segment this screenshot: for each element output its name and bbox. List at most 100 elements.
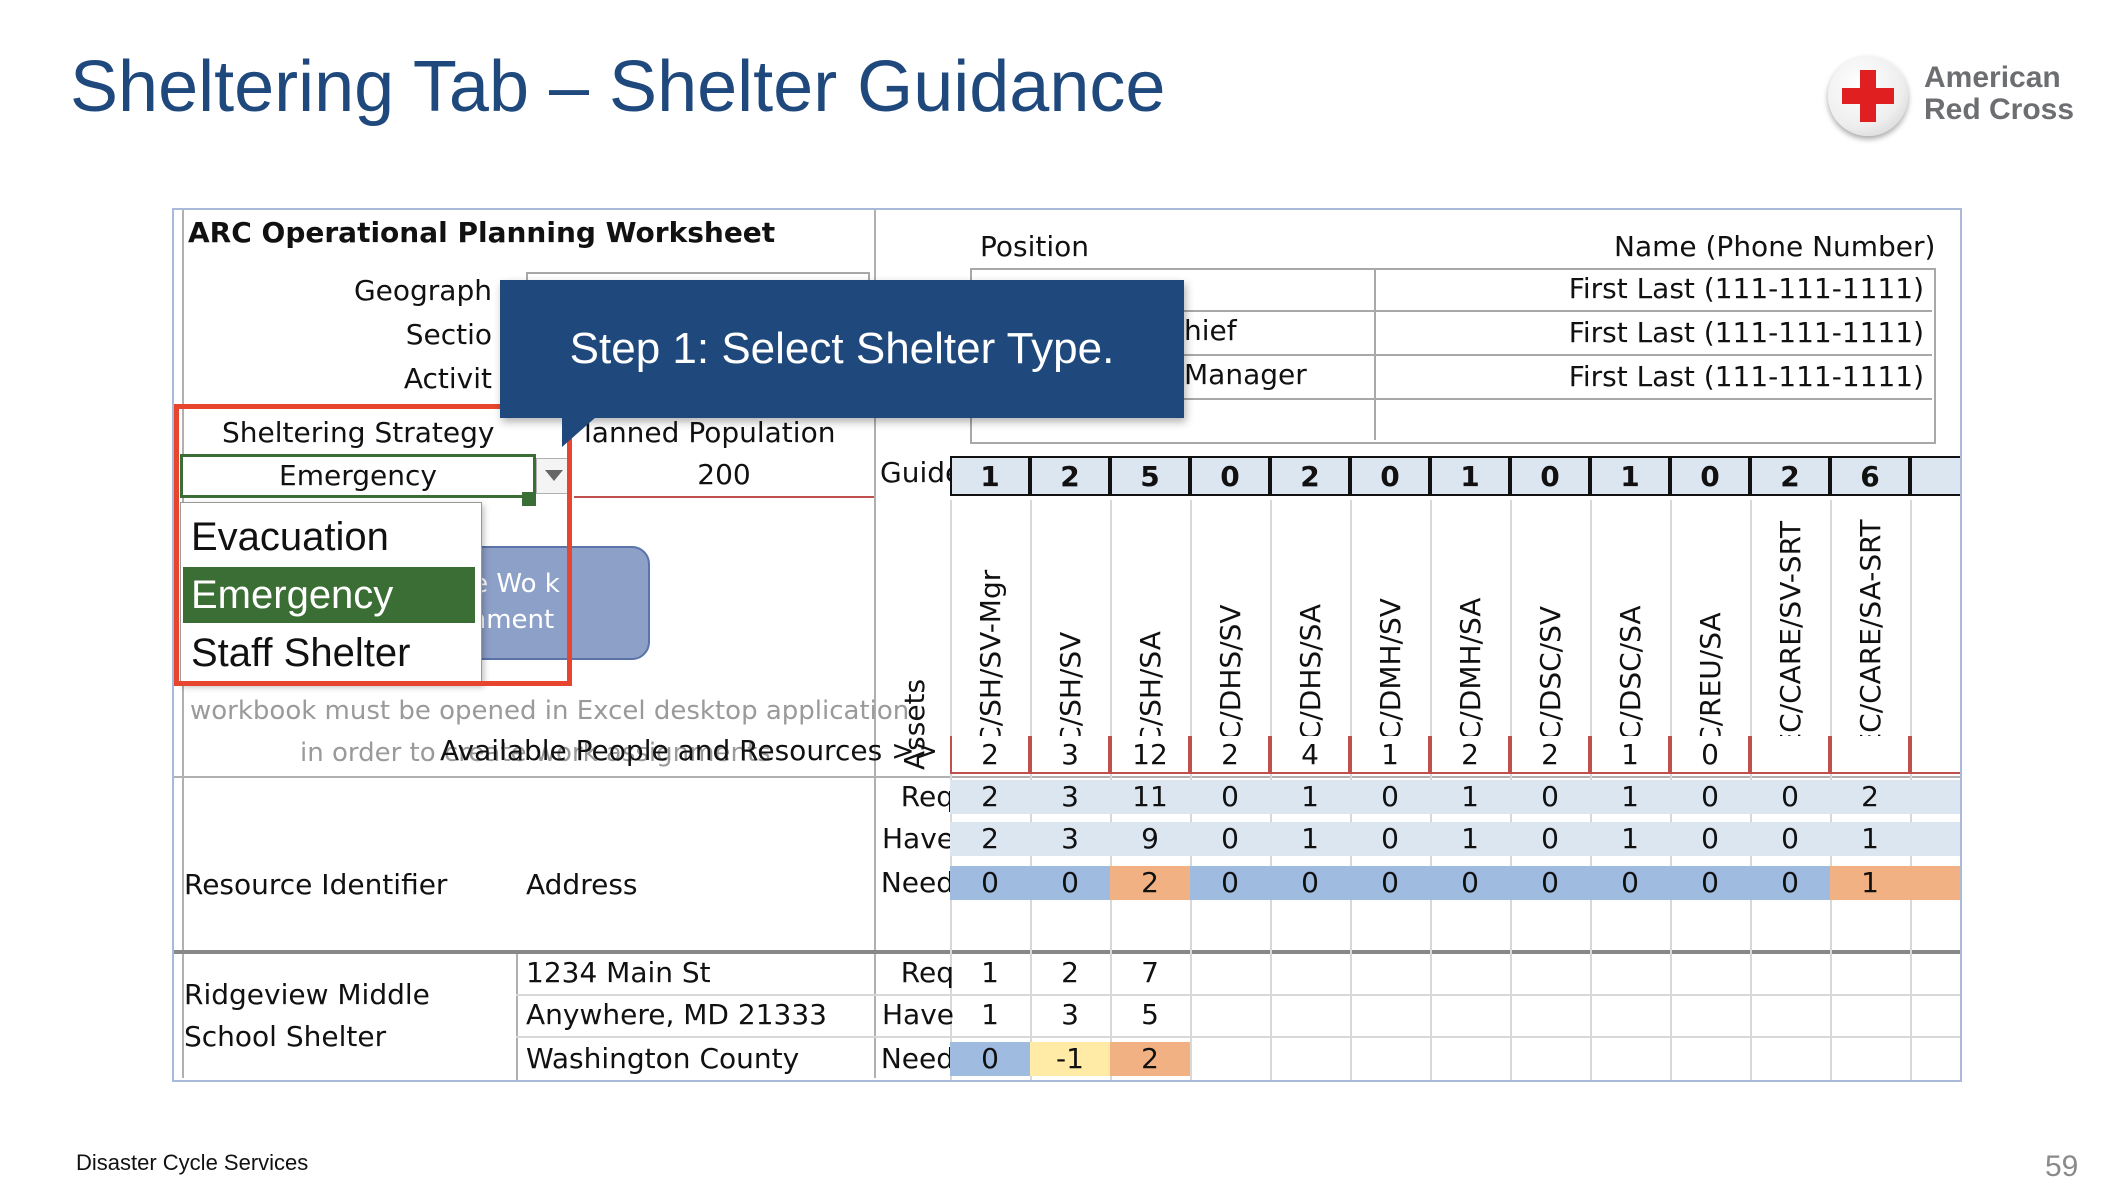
column-header: MC/SH/SA (1134, 631, 1167, 770)
column-header: MC/REU/SA (1694, 612, 1727, 770)
grid-line (516, 994, 1960, 996)
highlight-box (174, 404, 572, 686)
planned-population-label: lanned Population (584, 416, 836, 449)
dropdown-option-staff-shelter[interactable]: Staff Shelter (191, 631, 411, 675)
totals-need-cell: 2 (1110, 866, 1190, 900)
totals-have-cell: 1 (1830, 822, 1910, 856)
totals-need-cell: 0 (1270, 866, 1350, 900)
totals-have-cell: 1 (1270, 822, 1350, 856)
totals-need-cell: 1 (1830, 866, 1910, 900)
planned-population-value[interactable]: 200 (697, 458, 751, 491)
geography-label: Geograph (353, 274, 492, 307)
totals-have-cell: 0 (1670, 822, 1750, 856)
totals-req-cell: 1 (1270, 780, 1350, 814)
resource-identifier-header: Resource Identifier (184, 868, 448, 901)
name-row-2[interactable]: First Last (111-111-1111) (1568, 316, 1924, 349)
guide-cell: 0 (1670, 456, 1750, 496)
totals-need-cell: 0 (1670, 866, 1750, 900)
position-row-2[interactable]: hief (1184, 314, 1237, 347)
totals-have-cell: 0 (1190, 822, 1270, 856)
totals-req-cell: 0 (1510, 780, 1590, 814)
shelter-address-line-3: Washington County (526, 1042, 800, 1075)
shelter-req-cell: 1 (981, 956, 999, 989)
totals-req-cell: 2 (1830, 780, 1910, 814)
name-row-3[interactable]: First Last (111-111-1111) (1568, 360, 1924, 393)
column-header: REC/CARE/SV-SRT (1774, 520, 1807, 770)
totals-req-cell-partial (1910, 780, 1960, 814)
name-row-1[interactable]: First Last (111-111-1111) (1568, 272, 1924, 305)
totals-have-label: Have (881, 822, 954, 855)
totals-need-cell: 0 (1190, 866, 1270, 900)
available-cell: 2 (1430, 736, 1510, 774)
totals-req-cell: 0 (1750, 780, 1830, 814)
red-cross-logo: American Red Cross (1828, 56, 2088, 140)
available-cell-partial (1910, 736, 1960, 774)
totals-req-cell: 1 (1590, 780, 1670, 814)
position-row-3[interactable]: Manager (1184, 358, 1307, 391)
guide-label: Guide (880, 456, 963, 489)
totals-have-cell: 1 (1590, 822, 1670, 856)
totals-need-cell: 0 (950, 866, 1030, 900)
shelter-need-label: Need (880, 1042, 954, 1075)
totals-need-cell: 0 (1750, 866, 1830, 900)
totals-req-cell: 1 (1430, 780, 1510, 814)
guide-cell-partial (1910, 456, 1960, 496)
shelter-req-cell: 7 (1141, 956, 1159, 989)
assets-label: Assets (898, 678, 931, 770)
guide-cell: 0 (1350, 456, 1430, 496)
totals-req-cell: 3 (1030, 780, 1110, 814)
shelter-need-cell: 0 (950, 1042, 1030, 1076)
guide-cell: 1 (1430, 456, 1510, 496)
shelter-need-cell: -1 (1030, 1042, 1110, 1076)
sheltering-strategy-label: Sheltering Strategy (222, 416, 495, 449)
red-cross-icon (1828, 56, 1908, 136)
available-cell: 2 (1510, 736, 1590, 774)
totals-need-cell: 0 (1350, 866, 1430, 900)
footer-text: Disaster Cycle Services (76, 1150, 309, 1175)
guide-cell: 2 (1750, 456, 1830, 496)
fill-handle[interactable] (522, 492, 536, 506)
position-header: Position (980, 230, 1090, 263)
totals-have-cell-partial (1910, 822, 1960, 856)
guide-cell: 1 (950, 456, 1030, 496)
column-header: IDC/DSC/SA (1614, 605, 1647, 770)
excel-note-line-2: in order to create work assignments (300, 738, 771, 768)
totals-need-cell: 0 (1030, 866, 1110, 900)
totals-req-cell: 0 (1190, 780, 1270, 814)
shelter-address-line-2: Anywhere, MD 21333 (526, 998, 827, 1031)
slide-title: Sheltering Tab – Shelter Guidance (70, 47, 1166, 127)
guide-cell: 1 (1590, 456, 1670, 496)
dropdown-option-evacuation[interactable]: Evacuation (191, 515, 389, 559)
shelter-have-cell: 3 (1061, 998, 1079, 1031)
totals-need-cell: 0 (1590, 866, 1670, 900)
guide-cell: 0 (1510, 456, 1590, 496)
totals-need-cell: 0 (1430, 866, 1510, 900)
callout-tail (562, 417, 596, 447)
section-divider (874, 210, 876, 1078)
totals-need-cell-partial (1910, 866, 1960, 900)
row-divider-available (174, 776, 1960, 778)
shelter-address-line-1: 1234 Main St (526, 956, 711, 989)
available-cell: 4 (1270, 736, 1350, 774)
totals-need-cell: 0 (1510, 866, 1590, 900)
dropdown-option-emergency[interactable]: Emergency (183, 567, 475, 623)
sheltering-strategy-select[interactable]: Emergency (180, 454, 536, 498)
totals-req-cell: 2 (950, 780, 1030, 814)
column-header: REC/CARE/SA-SRT (1854, 519, 1887, 770)
available-cell: 1 (1350, 736, 1430, 774)
grid-line (516, 1036, 1960, 1038)
address-header: Address (526, 868, 638, 901)
column-header: MC/SH/SV-Mgr (974, 569, 1007, 770)
guide-cell: 5 (1110, 456, 1190, 496)
shelter-need-cell: 2 (1110, 1042, 1190, 1076)
column-header: IDC/DMH/SV (1374, 598, 1407, 770)
column-header: IDC/DHS/SA (1294, 603, 1327, 770)
shelter-name-line-2: School Shelter (184, 1020, 387, 1053)
available-cell: 0 (1670, 736, 1750, 774)
page-number: 59 (2045, 1150, 2079, 1183)
available-cell: 3 (1030, 736, 1110, 774)
available-cell: 2 (1190, 736, 1270, 774)
totals-req-cell: 0 (1350, 780, 1430, 814)
shelter-type-dropdown[interactable]: Evacuation Emergency Staff Shelter (180, 502, 482, 684)
totals-req-cell: 0 (1670, 780, 1750, 814)
